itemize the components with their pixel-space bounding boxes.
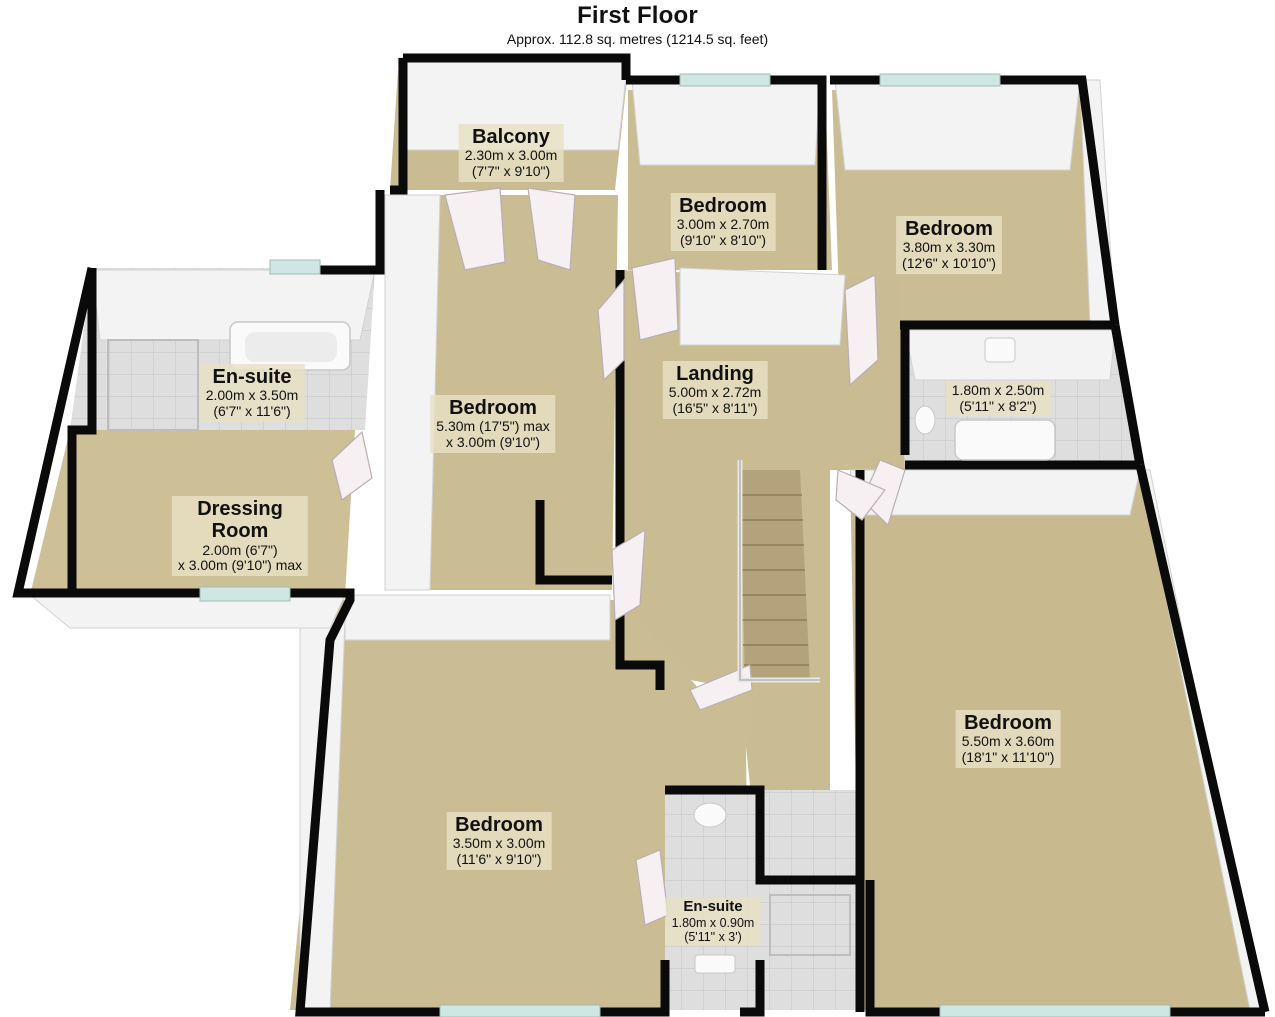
- windows: [199, 73, 1171, 1017]
- room-dim-imperial: (9'10" x 8'10"): [679, 232, 767, 249]
- room-name: Bedroom: [964, 712, 1052, 734]
- door-bedroom-bottom-left: [689, 664, 753, 711]
- room-dim-imperial: (12'6" x 10'10"): [902, 255, 996, 272]
- door-bedroom-landing-lower: [611, 528, 646, 622]
- room-name: Landing: [676, 363, 754, 385]
- room-label-ensuite-bottom: En-suite 1.80m x 0.90m (5'11" x 3'): [665, 897, 761, 946]
- stairs: [740, 470, 810, 680]
- stair-treads: [740, 494, 809, 666]
- room-label-bedroom-top-middle: Bedroom 3.00m x 2.70m (9'10" x 8'10"): [670, 193, 776, 251]
- room-dim-imperial: x 3.00m (9'10") max: [177, 557, 303, 574]
- room-name: Bedroom: [455, 814, 543, 836]
- room-name: Bedroom: [679, 195, 767, 217]
- room-dim-imperial: (16'5" x 8'11"): [672, 400, 758, 417]
- bath-bathroom: [954, 419, 1056, 461]
- toilet-ensuite-bottom: [693, 802, 727, 828]
- room-dim-metric: 5.30m (17'5") max: [436, 418, 550, 435]
- room-dim-imperial: x 3.00m (9'10"): [445, 434, 540, 451]
- room-dim-metric: 3.00m x 2.70m: [676, 216, 770, 233]
- room-name-line-2: Room: [211, 520, 269, 543]
- room-dim-imperial: (5'11" x 8'2"): [959, 397, 1037, 414]
- shower-ensuite-bottom: [769, 894, 851, 956]
- room-dim-metric: 3.50m x 3.00m: [452, 835, 546, 852]
- room-dim-imperial: (11'6" x 9'10"): [456, 851, 542, 868]
- room-dim-metric: 1.80m x 2.50m: [951, 382, 1045, 398]
- room-label-bathroom: 1.80m x 2.50m (5'11" x 8'2"): [945, 381, 1051, 417]
- room-label-balcony: Balcony 2.30m x 3.00m (7'7" x 9'10"): [458, 124, 564, 182]
- room-dim-imperial: (7'7" x 9'10"): [471, 163, 551, 180]
- room-label-bedroom-bottom-left: Bedroom 3.50m x 3.00m (11'6" x 9'10"): [446, 812, 552, 870]
- page-subtitle: Approx. 112.8 sq. metres (1214.5 sq. fee…: [506, 31, 769, 47]
- room-label-landing: Landing 5.00m x 2.72m (16'5" x 8'11"): [662, 361, 768, 419]
- floor-bedroom-bottom-left: [290, 600, 750, 1010]
- room-dim-metric: 2.00m (6'7"): [202, 541, 278, 558]
- room-dim-imperial: (5'11" x 3'): [684, 929, 742, 944]
- doors: [331, 187, 906, 926]
- door-bedroom-top-middle: [631, 257, 679, 341]
- room-dim-metric: 1.80m x 0.90m: [671, 915, 755, 930]
- room-name: Balcony: [472, 126, 550, 148]
- room-dim-metric: 5.50m x 3.60m: [961, 733, 1055, 750]
- room-label-ensuite-left: En-suite 2.00m x 3.50m (6'7" x 11'6"): [199, 364, 305, 422]
- room-label-dressing-room: Dressing Room 2.00m (6'7") x 3.00m (9'10…: [171, 496, 309, 577]
- sink-ensuite-bottom: [694, 954, 736, 974]
- walls: [12, 53, 1270, 1017]
- door-bedroom-bottom-right: [835, 469, 886, 521]
- door-balcony-left: [444, 187, 506, 271]
- room-name: Bedroom: [905, 218, 993, 240]
- room-name-line-1: Dressing: [197, 498, 283, 520]
- room-label-bedroom-left: Bedroom 5.30m (17'5") max x 3.00m (9'10"…: [430, 395, 556, 453]
- room-label-bedroom-top-right: Bedroom 3.80m x 3.30m (12'6" x 10'10"): [896, 216, 1002, 274]
- title-block: First Floor Approx. 112.8 sq. metres (12…: [0, 0, 1275, 47]
- room-dim-metric: 3.80m x 3.30m: [902, 239, 996, 256]
- room-name: Bedroom: [449, 397, 537, 419]
- room-label-bedroom-bottom-right: Bedroom 5.50m x 3.60m (18'1" x 11'10"): [955, 710, 1061, 768]
- door-bedroom-top-right: [844, 274, 879, 387]
- shower-ensuite-left: [107, 339, 199, 431]
- door-ensuite-left: [331, 430, 373, 502]
- floor-bedroom-left: [385, 195, 618, 590]
- room-dim-imperial: (18'1" x 11'10"): [961, 749, 1055, 766]
- door-balcony-right: [527, 187, 576, 271]
- room-dim-metric: 2.30m x 3.00m: [464, 147, 558, 164]
- room-dim-metric: 5.00m x 2.72m: [668, 384, 762, 401]
- room-name: En-suite: [683, 898, 743, 915]
- door-bedroom-left: [597, 278, 625, 382]
- toilet-bathroom: [914, 405, 936, 435]
- sink-bathroom: [984, 337, 1016, 363]
- page-title: First Floor: [577, 2, 698, 29]
- room-name: En-suite: [212, 366, 292, 388]
- room-dim-imperial: (6'7" x 11'6"): [213, 403, 291, 420]
- room-dim-metric: 2.00m x 3.50m: [205, 387, 299, 404]
